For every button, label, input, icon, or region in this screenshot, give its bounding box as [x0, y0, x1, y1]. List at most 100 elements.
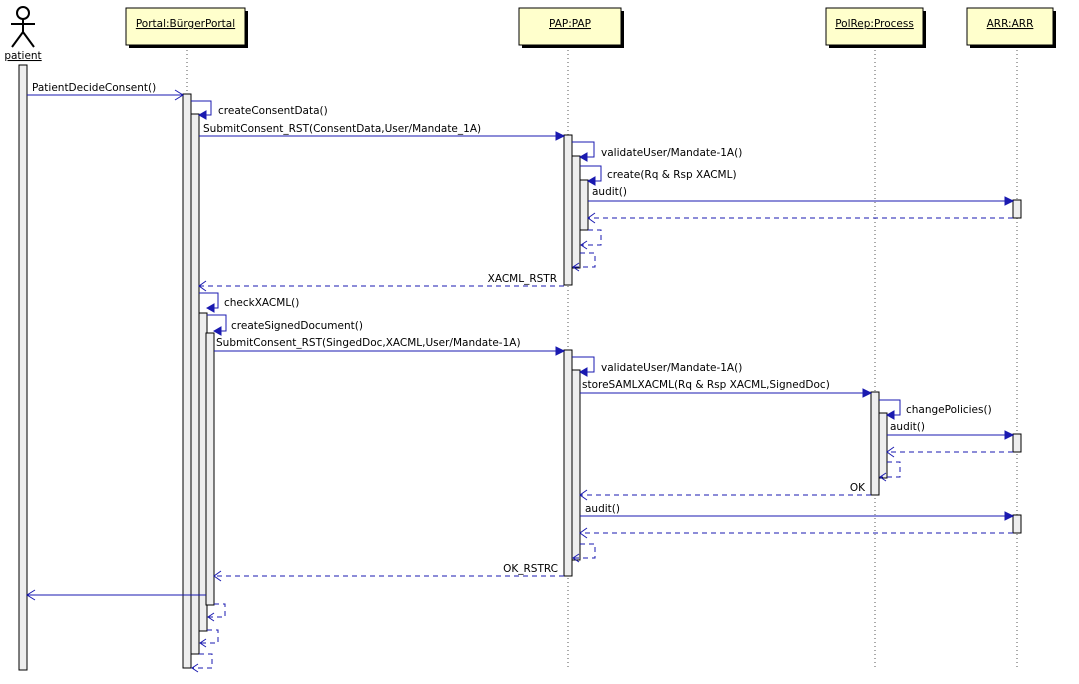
message-create-consent-data: createConsentData() — [191, 100, 328, 120]
arrowhead-solid-icon — [197, 110, 207, 120]
message-label: SubmitConsent_RST(ConsentData,User/Manda… — [203, 123, 481, 135]
activation-pap-4 — [563, 349, 573, 577]
self-return-pap-3 — [572, 543, 596, 563]
self-return-polrep — [879, 461, 901, 482]
message-audit-3: audit() — [580, 503, 1015, 521]
self-return-portal-3 — [191, 653, 213, 673]
arrowhead-solid-icon — [555, 131, 566, 141]
message-label: validateUser/Mandate-1A() — [601, 147, 742, 159]
arrowhead-open-icon — [580, 240, 588, 250]
message-label: OK — [850, 482, 866, 494]
actor-pap[interactable]: PAP:PAP — [518, 7, 624, 48]
actor-pap-box — [518, 7, 622, 46]
arrowhead-open-icon — [207, 612, 215, 622]
arrowhead-solid-icon — [578, 152, 588, 162]
activations — [18, 64, 1022, 671]
arrowhead-solid-icon — [885, 410, 895, 420]
arrowhead-solid-icon — [1004, 430, 1015, 440]
arrowhead-open-icon — [572, 262, 580, 272]
message-label: PatientDecideConsent() — [32, 82, 156, 94]
actor-arr[interactable]: ARR:ARR — [966, 7, 1056, 48]
arrowhead-open-icon — [587, 212, 596, 224]
self-return-pap-2 — [572, 252, 596, 272]
messages: PatientDecideConsent() createConsentData… — [26, 82, 1015, 673]
activation-portal-4 — [205, 332, 215, 606]
arrowhead-solid-icon — [862, 388, 873, 398]
message-label: audit() — [592, 186, 627, 198]
actor-patient[interactable]: patient — [4, 6, 42, 62]
activation-arr-1 — [1012, 199, 1022, 219]
message-label: createSignedDocument() — [231, 320, 363, 332]
activation-pap-2 — [571, 155, 581, 269]
message-create-signed-document: createSignedDocument() — [207, 314, 363, 336]
message-audit-2: audit() — [887, 421, 1015, 440]
message-ok: OK — [579, 482, 871, 501]
message-xacml-rstr: XACML_RSTR — [198, 273, 564, 292]
arrowhead-solid-icon — [578, 367, 588, 377]
activation-patient — [18, 64, 28, 671]
lifelines — [186, 50, 1018, 670]
arrowhead-open-icon — [174, 89, 184, 101]
message-return-patient — [26, 589, 206, 601]
message-label: validateUser/Mandate-1A() — [601, 362, 742, 374]
arrowhead-open-icon — [579, 489, 588, 501]
activation-pap-1 — [563, 134, 573, 286]
message-ok-rstrc: OK_RSTRC — [213, 563, 564, 582]
activation-portal-1 — [182, 93, 192, 669]
actor-polrep-label: PolRep:Process — [835, 18, 914, 30]
actor-portal-label: Portal:BürgerPortal — [136, 18, 235, 30]
message-check-xacml: checkXACML() — [199, 292, 299, 313]
arrowhead-solid-icon — [205, 303, 215, 313]
actor-pap-label: PAP:PAP — [549, 18, 591, 30]
message-validate-user-1: validateUser/Mandate-1A() — [572, 141, 742, 162]
message-label: SubmitConsent_RST(SingedDoc,XACML,User/M… — [216, 337, 521, 349]
activation-portal-2 — [190, 113, 200, 655]
actor-patient-label: patient — [4, 50, 41, 62]
arrowhead-open-icon — [879, 472, 887, 482]
activation-pap-5 — [571, 369, 581, 561]
actor-polrep-box — [825, 7, 924, 46]
self-return-portal-1 — [207, 603, 226, 622]
self-return-portal-2 — [199, 629, 219, 648]
arrowhead-solid-icon — [586, 176, 596, 186]
arrowhead-open-icon — [198, 280, 207, 292]
stick-figure-icon — [11, 6, 35, 48]
message-store-saml-xacml: storeSAMLXACML(Rq & Rsp XACML,SignedDoc) — [580, 379, 873, 398]
arrowhead-open-icon — [191, 663, 199, 673]
arrowhead-open-icon — [579, 527, 588, 539]
actor-portal[interactable]: Portal:BürgerPortal — [125, 7, 248, 48]
message-label: audit() — [890, 421, 925, 433]
message-label: create(Rq & Rsp XACML) — [607, 169, 737, 181]
arrowhead-open-icon — [213, 570, 222, 582]
arrowhead-solid-icon — [1004, 511, 1015, 521]
message-label: storeSAMLXACML(Rq & Rsp XACML,SignedDoc) — [582, 379, 830, 391]
activation-polrep-2 — [878, 412, 888, 479]
activation-arr-2 — [1012, 433, 1022, 453]
activation-polrep-1 — [870, 391, 880, 496]
activation-pap-3 — [579, 179, 589, 231]
message-label: XACML_RSTR — [488, 273, 557, 285]
message-submit-consent-1: SubmitConsent_RST(ConsentData,User/Manda… — [199, 123, 566, 141]
message-label: audit() — [585, 503, 620, 515]
message-label: checkXACML() — [224, 297, 299, 309]
message-validate-user-2: validateUser/Mandate-1A() — [572, 356, 742, 377]
message-return-arr-1 — [587, 212, 1013, 224]
arrowhead-open-icon — [572, 553, 580, 563]
actor-polrep[interactable]: PolRep:Process — [825, 7, 926, 48]
message-return-arr-3 — [579, 527, 1013, 539]
message-patient-decide-consent: PatientDecideConsent() — [27, 82, 184, 101]
message-create-xacml: create(Rq & Rsp XACML) — [580, 165, 737, 186]
message-change-policies: changePolicies() — [879, 399, 992, 420]
arrowhead-solid-icon — [555, 346, 566, 356]
arrowhead-solid-icon — [1004, 196, 1015, 206]
actor-arr-label: ARR:ARR — [987, 18, 1034, 30]
arrowhead-open-icon — [199, 638, 207, 648]
actor-portal-box — [125, 7, 246, 46]
message-audit-1: audit() — [588, 186, 1015, 206]
arrowhead-solid-icon — [212, 326, 222, 336]
self-return-pap-1 — [580, 229, 602, 250]
message-label: changePolicies() — [906, 404, 992, 416]
arrowhead-open-icon — [26, 589, 36, 601]
arrowhead-open-icon — [886, 446, 895, 458]
